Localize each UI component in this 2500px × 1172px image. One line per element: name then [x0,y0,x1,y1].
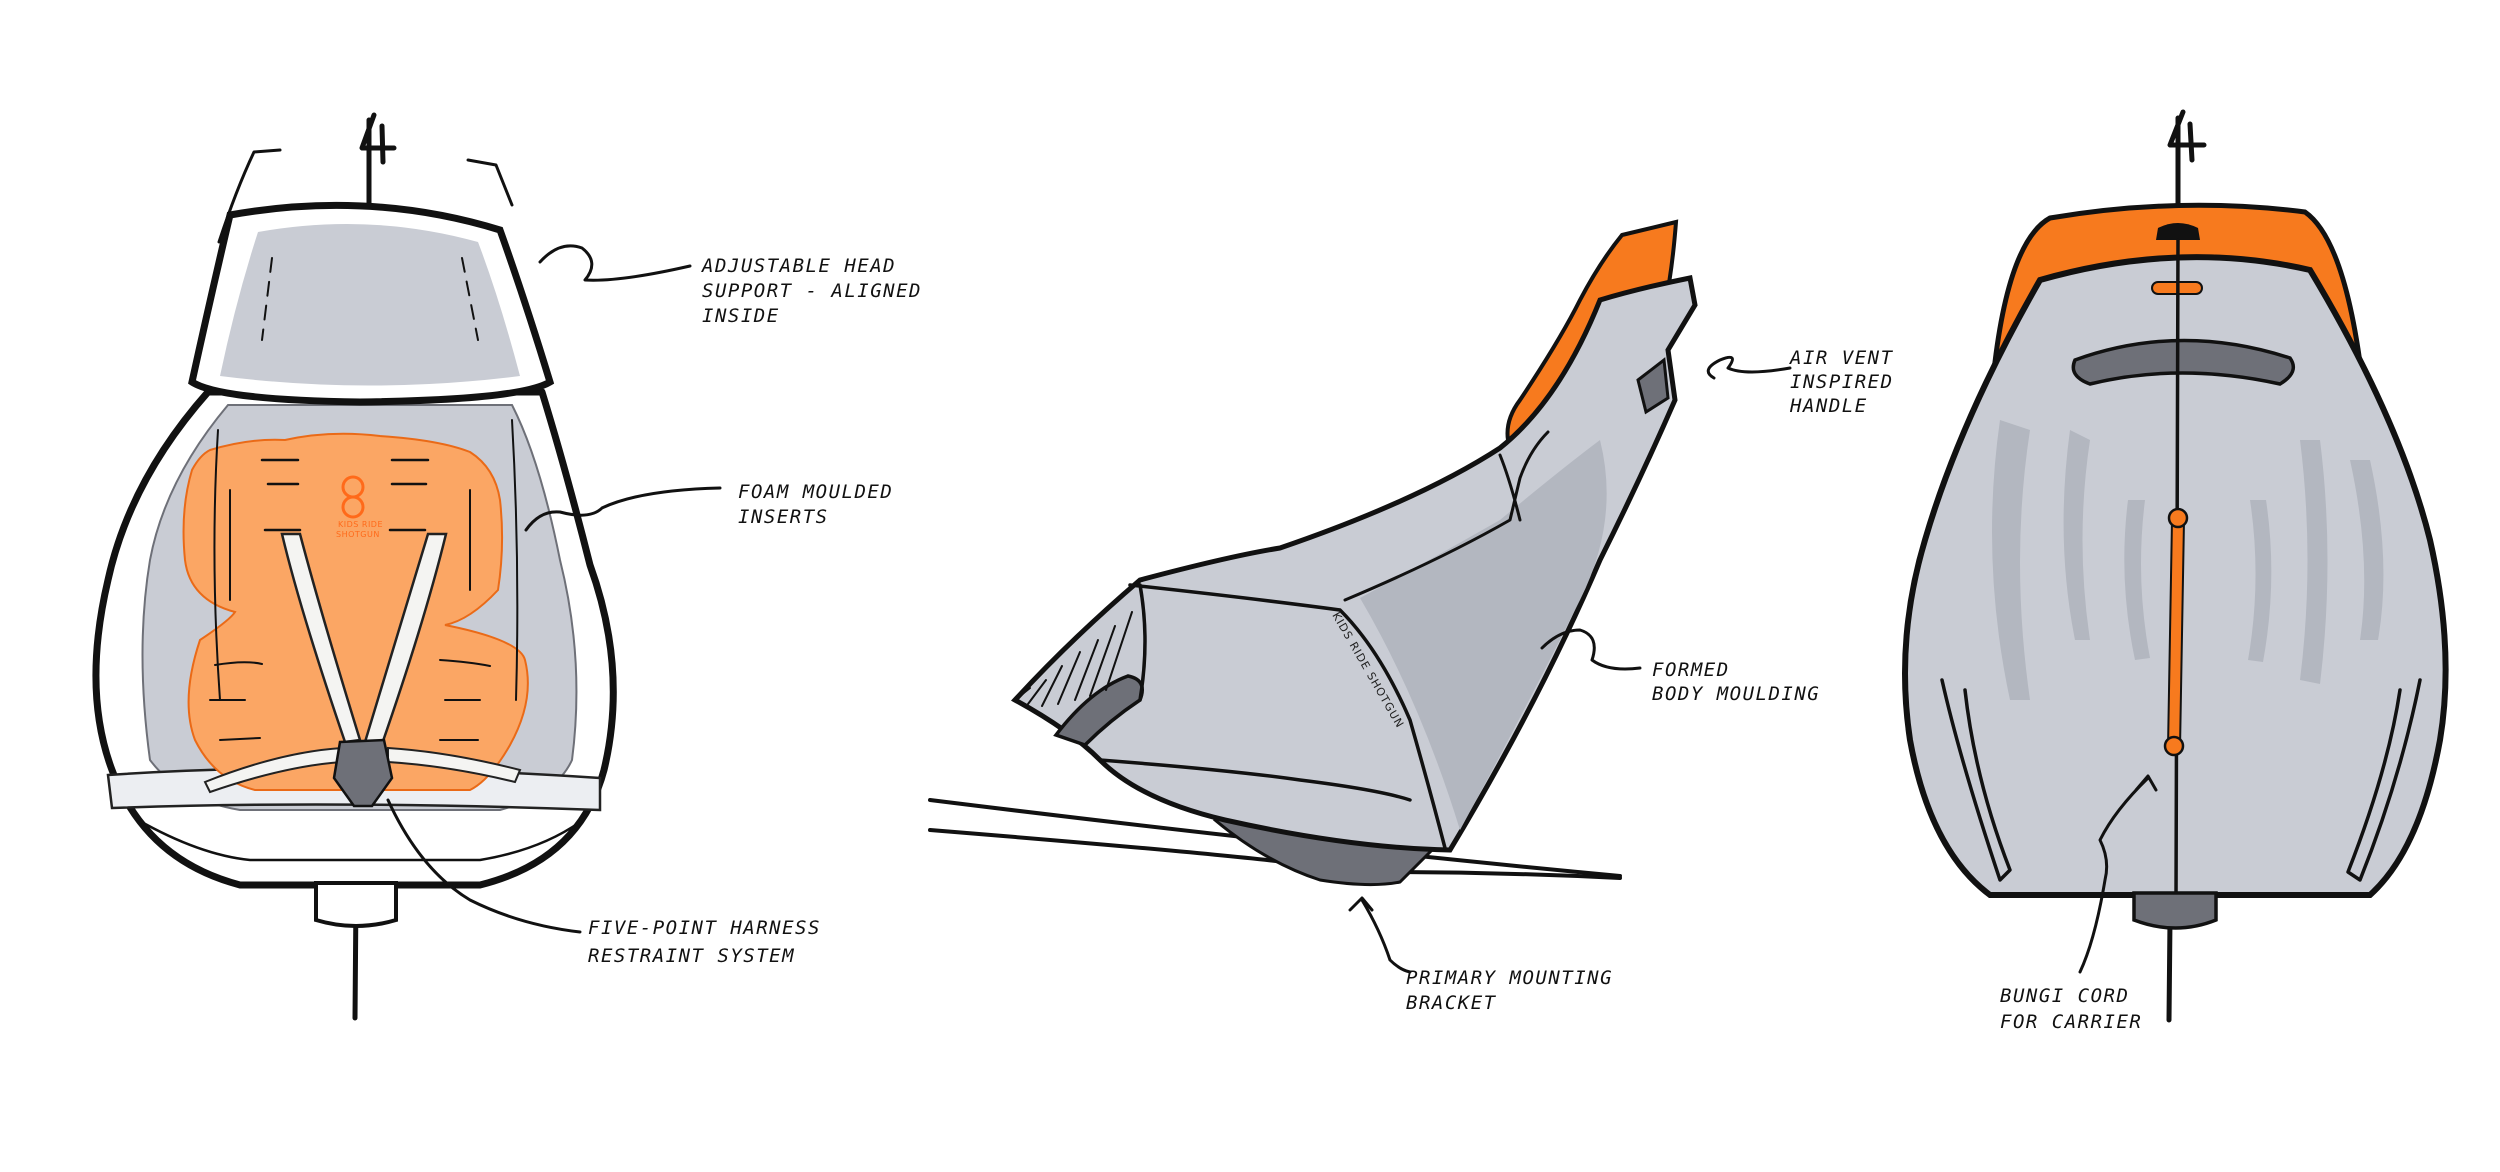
rear-bungee-anchor-bottom [2163,735,2185,757]
front-leader-harness [386,798,582,934]
side-front-hatching [1014,611,1133,707]
rear-bungee-anchor-top [2167,507,2189,529]
side-note-handle: AIR VENT INSPIRED HANDLE [1789,347,1906,417]
front-view: KIDS RIDE SHOTGUN ADJUSTABLE HEAD SUPPOR… [92,112,935,1021]
front-note-harness: FIVE-POINT HARNESS RESTRAINT SYSTEM [588,917,834,967]
rear-carry-handle [2071,338,2296,386]
rear-leader-bungee [2078,774,2158,974]
side-leader-bracket [1348,896,1412,974]
side-body-shade [1360,440,1607,830]
rear-view: BUNGI CORD FOR CARRIER [1902,109,2449,1033]
front-head-stitch [261,257,479,341]
front-leader-head [538,244,692,282]
side-note-bracket: PRIMARY MOUNTING BRACKET [1406,967,1626,1014]
front-base-lip [136,818,582,862]
side-panel-seams [1098,583,1447,850]
rear-lower-mount [2132,891,2218,930]
rear-side-panel-lines [1940,678,2422,882]
side-leader-handle [1706,355,1792,380]
front-head-pad [220,224,520,386]
front-note-head-support: ADJUSTABLE HEAD SUPPORT - ALIGNED INSIDE [701,255,935,327]
front-logo-line-1: KIDS RIDE [338,520,383,529]
side-leader-body [1540,628,1642,671]
front-brand-logo: KIDS RIDE SHOTGUN [336,475,383,539]
side-air-vent-handle [1636,357,1670,415]
front-centerline-symbol [359,112,397,165]
rear-top-badge [2156,223,2200,240]
front-harness-buckle [332,738,394,808]
front-note-foam-inserts: FOAM MOULDED INSERTS [738,481,906,528]
front-logo-line-2: SHOTGUN [336,530,380,539]
front-lower-mount [314,881,398,928]
front-side-rails [213,419,519,701]
side-view: KIDS RIDE SHOTGUN AIR VENT INSPIRED HAND… [928,219,1906,1014]
rear-bungee-cord [2166,519,2186,749]
side-panel-inner-line [1343,430,1550,602]
front-foam-insert [182,432,529,791]
rear-centerline-symbol [2167,109,2207,163]
rear-mount-rod [2166,115,2181,1023]
side-note-body: FORMED BODY MOULDING [1652,659,1820,705]
front-foam-slots [260,458,430,532]
front-foam-pad-seams [209,489,491,741]
front-adjust-mark-right [466,158,514,207]
rear-shade-streaks [1992,420,2384,700]
rear-note-bungee: BUNGI CORD FOR CARRIER [2000,985,2142,1033]
front-leader-foam [524,486,722,532]
